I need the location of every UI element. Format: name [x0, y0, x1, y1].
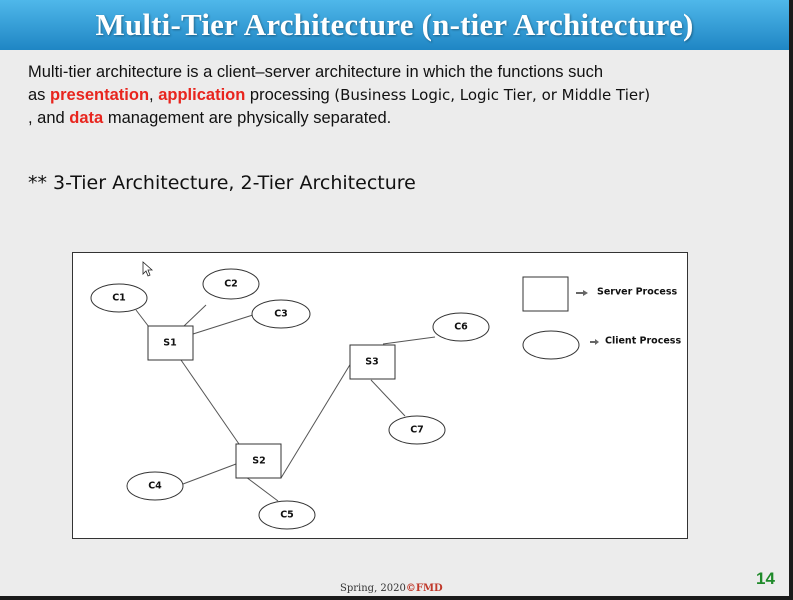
edge-s1-s2: [180, 359, 240, 445]
edge-s2-c4: [182, 463, 237, 485]
legend-server-box: [522, 276, 569, 312]
server-node-s1: [147, 325, 194, 361]
intro-line-2: as presentation, application processing …: [28, 84, 768, 107]
server-label-s2: S2: [252, 456, 265, 467]
intro-management: management are physically separated.: [103, 109, 392, 127]
legend-server-label: Server Process: [597, 287, 678, 298]
legend-client-ellipse: [522, 330, 580, 360]
client-label-c7: C7: [410, 425, 424, 436]
mouse-cursor-icon: [142, 261, 154, 277]
intro-line-1: Multi-tier architecture is a client–serv…: [28, 63, 603, 81]
server-label-s3: S3: [365, 357, 378, 368]
client-node-c3: [251, 299, 311, 329]
edge-s3-c7: [370, 379, 406, 417]
legend-server-arrow-icon: [576, 290, 588, 296]
client-label-c4: C4: [148, 481, 162, 492]
intro-as: as: [28, 86, 51, 104]
edge-s2-s3: [280, 362, 352, 479]
intro-processing: processing: [245, 86, 335, 104]
connection-lines: [135, 304, 436, 502]
client-node-c5: [258, 500, 316, 530]
highlight-data: data: [69, 109, 104, 127]
highlight-presentation: presentation: [50, 86, 150, 104]
footer-brand: ©FMD: [405, 583, 443, 594]
client-node-c2: [202, 268, 260, 300]
legend: Server Process Client Process: [522, 276, 681, 360]
legend-client-arrow-icon: [590, 339, 599, 345]
server-node-s3: [349, 344, 396, 380]
tier-note: ** 3-Tier Architecture, 2-Tier Architect…: [28, 172, 416, 194]
client-node-c4: [126, 471, 184, 501]
footer: Spring, 2020©FMD: [340, 583, 443, 594]
server-nodes: S1 S2 S3: [147, 325, 396, 479]
edge-s1-c3: [192, 313, 257, 335]
edge-s1-c1: [135, 309, 150, 328]
intro-parenthetical: (Business Logic, Logic Tier, or Middle T…: [334, 86, 651, 104]
edge-s3-c6: [382, 336, 436, 345]
slide-title: Multi-Tier Architecture (n-tier Architec…: [95, 7, 694, 42]
title-bar: Multi-Tier Architecture (n-tier Architec…: [0, 0, 789, 50]
client-node-c6: [432, 312, 490, 342]
client-label-c5: C5: [280, 510, 294, 521]
client-node-c1: [90, 283, 148, 313]
server-label-s1: S1: [163, 338, 176, 349]
intro-paragraph: Multi-tier architecture is a client–serv…: [28, 61, 768, 130]
intro-comma: ,: [149, 86, 159, 104]
architecture-diagram-frame: S1 S2 S3 C1 C2 C3 C4 C5 C6 C7: [72, 252, 688, 539]
intro-and: , and: [28, 109, 70, 127]
intro-line-3: , and data management are physically sep…: [28, 107, 768, 130]
client-label-c1: C1: [112, 293, 126, 304]
legend-client-label: Client Process: [605, 336, 681, 347]
client-nodes: C1 C2 C3 C4 C5 C6 C7: [90, 268, 490, 530]
page-number: 14: [756, 569, 775, 588]
edge-s1-c2: [183, 304, 207, 327]
client-node-c7: [388, 415, 446, 445]
client-label-c6: C6: [454, 322, 468, 333]
highlight-application: application: [158, 86, 246, 104]
server-node-s2: [235, 443, 282, 479]
footer-text: Spring, 2020: [340, 583, 406, 594]
architecture-diagram: S1 S2 S3 C1 C2 C3 C4 C5 C6 C7: [90, 261, 681, 530]
client-label-c3: C3: [274, 309, 288, 320]
client-label-c2: C2: [224, 279, 238, 290]
edge-s2-c5: [245, 476, 279, 502]
